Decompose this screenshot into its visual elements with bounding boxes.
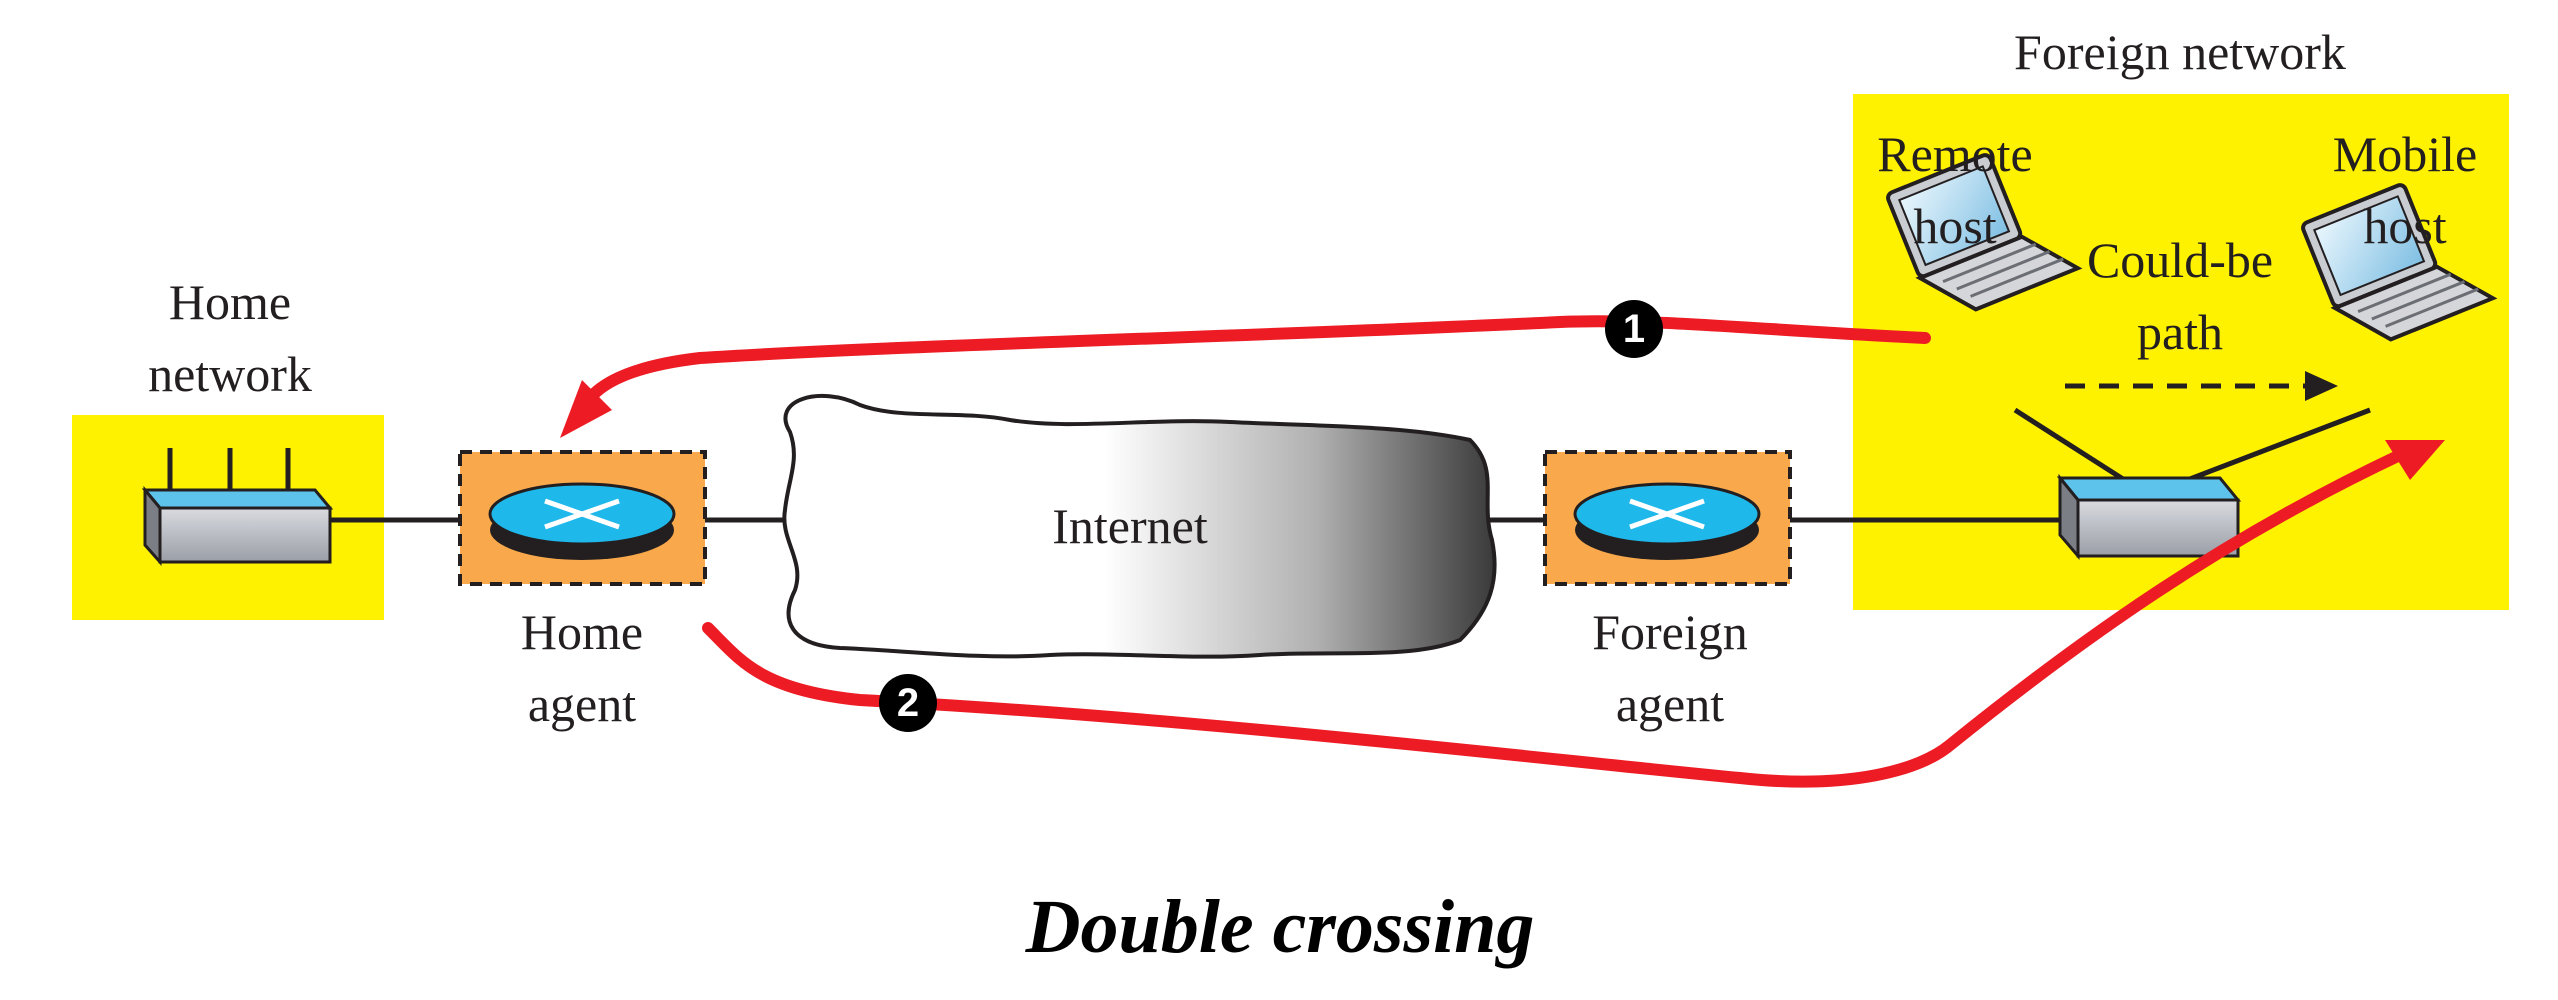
foreign-network-label: Foreign network <box>2014 24 2346 80</box>
home-agent-router <box>458 450 707 586</box>
could-be-path-arrow <box>2065 371 2338 401</box>
route-2-arrow <box>702 440 2445 788</box>
internet-label: Internet <box>1052 498 1208 554</box>
figure-title: Double crossing <box>1025 885 1535 969</box>
internet-cloud <box>782 394 1497 659</box>
step-1-badge: 1 <box>1605 300 1663 358</box>
foreign-agent-router <box>1543 450 1792 586</box>
remote-host-label: Remote host <box>1877 126 2033 254</box>
home-network-hub <box>141 448 334 566</box>
route-1-arrow <box>560 315 1931 438</box>
step-2-badge: 2 <box>879 674 937 732</box>
remote-host-laptop <box>1886 153 2083 312</box>
home-network-label: Home network <box>148 274 312 402</box>
mobile-host-label: Mobile host <box>2332 126 2478 254</box>
foreign-network-switch <box>2056 473 2242 561</box>
mobile-host-laptop <box>2301 183 2498 342</box>
foreign-agent-label: Foreign agent <box>1592 604 1748 732</box>
home-agent-label: Home agent <box>520 604 644 732</box>
could-be-path-label: Could-be path <box>2086 232 2274 360</box>
